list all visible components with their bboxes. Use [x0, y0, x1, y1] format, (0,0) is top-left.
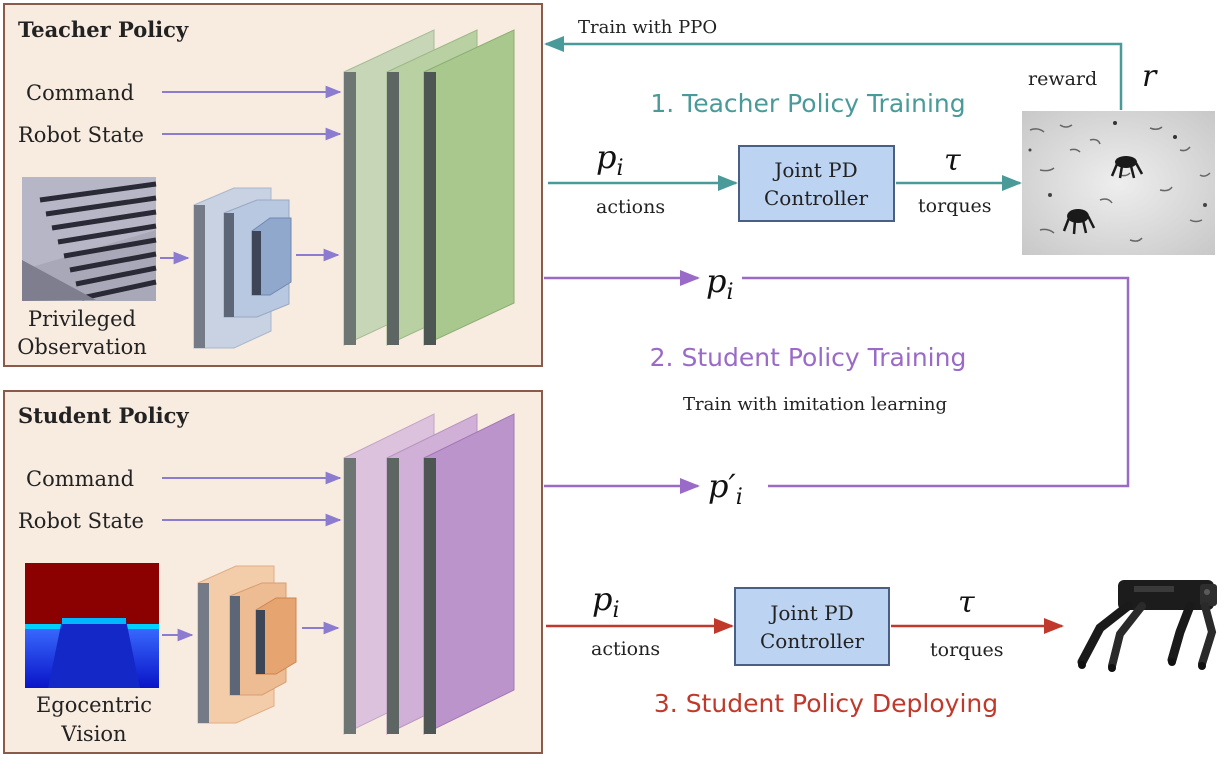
student-robot-state-label: Robot State [18, 509, 144, 533]
teacher-command-label: Command [26, 81, 134, 105]
stage3-controller-line1: Joint PD [768, 601, 853, 625]
sim-robot-2 [1062, 209, 1096, 235]
teacher-robot-state-label: Robot State [18, 123, 144, 147]
stage1-torque-symbol: τ [944, 143, 961, 178]
teacher-policy-title: Teacher Policy [18, 17, 189, 42]
stage3-student-deploying: pi actions Joint PD Controller τ torques… [546, 580, 1217, 718]
egocentric-vision-image [25, 563, 159, 688]
stage2-title: 2. Student Policy Training [650, 343, 967, 372]
stage3-title: 3. Student Policy Deploying [654, 689, 998, 718]
stage1-joint-pd-controller: Joint PD Controller [738, 145, 895, 222]
stage3-torque-symbol: τ [958, 585, 975, 620]
student-policy-panel: Student Policy Command Robot State Egoce… [3, 390, 543, 754]
stage3-torques-label: torques [930, 639, 1004, 661]
stage3-controller-line2: Controller [760, 629, 864, 653]
stage2-student-action-subscript: i [736, 485, 743, 510]
stage2-student-action-symbol: p′i [708, 467, 743, 510]
reward-symbol: r [1142, 59, 1158, 94]
stage1-action-symbol: pi [596, 138, 624, 181]
imitation-loop-line [742, 276, 1130, 488]
egocentric-vision-label-1: Egocentric [36, 693, 152, 717]
student-command-label: Command [26, 467, 134, 491]
reward-label: reward [1028, 68, 1097, 90]
privileged-observation-label-2: Observation [17, 335, 147, 359]
stage3-actions-label: actions [591, 638, 660, 660]
teacher-policy-panel: Teacher Policy Command Robot State Privi… [3, 3, 543, 367]
quadruped-robot-image [1077, 580, 1217, 672]
stage1-controller-line1: Joint PD [772, 158, 857, 182]
ppo-feedback-arrow [544, 36, 1123, 110]
privileged-observation-image [22, 177, 157, 301]
stage2-subtitle: Train with imitation learning [683, 394, 947, 415]
privileged-observation-label-1: Privileged [28, 307, 136, 331]
ppo-label: Train with PPO [578, 17, 717, 38]
stage1-title: 1. Teacher Policy Training [650, 89, 965, 118]
stage2-teacher-action-symbol: pi [706, 262, 734, 305]
stage1-action-subscript: i [616, 156, 623, 181]
teacher-mlp-layers [343, 29, 515, 346]
student-policy-title: Student Policy [18, 403, 189, 428]
stage3-action-subscript: i [612, 598, 619, 623]
stage1-actions-label: actions [596, 196, 665, 218]
stage2-teacher-action-subscript: i [726, 280, 733, 305]
simulation-terrain-image [1022, 111, 1215, 255]
student-cnn-encoder [197, 565, 297, 724]
sim-robot-1 [1110, 156, 1144, 179]
egocentric-vision-label-2: Vision [60, 722, 126, 746]
stage1-torques-label: torques [918, 195, 992, 217]
stage3-action-symbol: pi [592, 580, 620, 623]
stage1-teacher-training: 1. Teacher Policy Training Train with PP… [544, 17, 1215, 255]
stage2-student-training: pi p′i 2. Student Policy Training Train … [544, 262, 1130, 510]
teacher-cnn-encoder [193, 187, 292, 349]
stage3-joint-pd-controller: Joint PD Controller [734, 587, 890, 666]
stage1-controller-line2: Controller [764, 186, 868, 210]
student-mlp-layers [343, 413, 515, 735]
